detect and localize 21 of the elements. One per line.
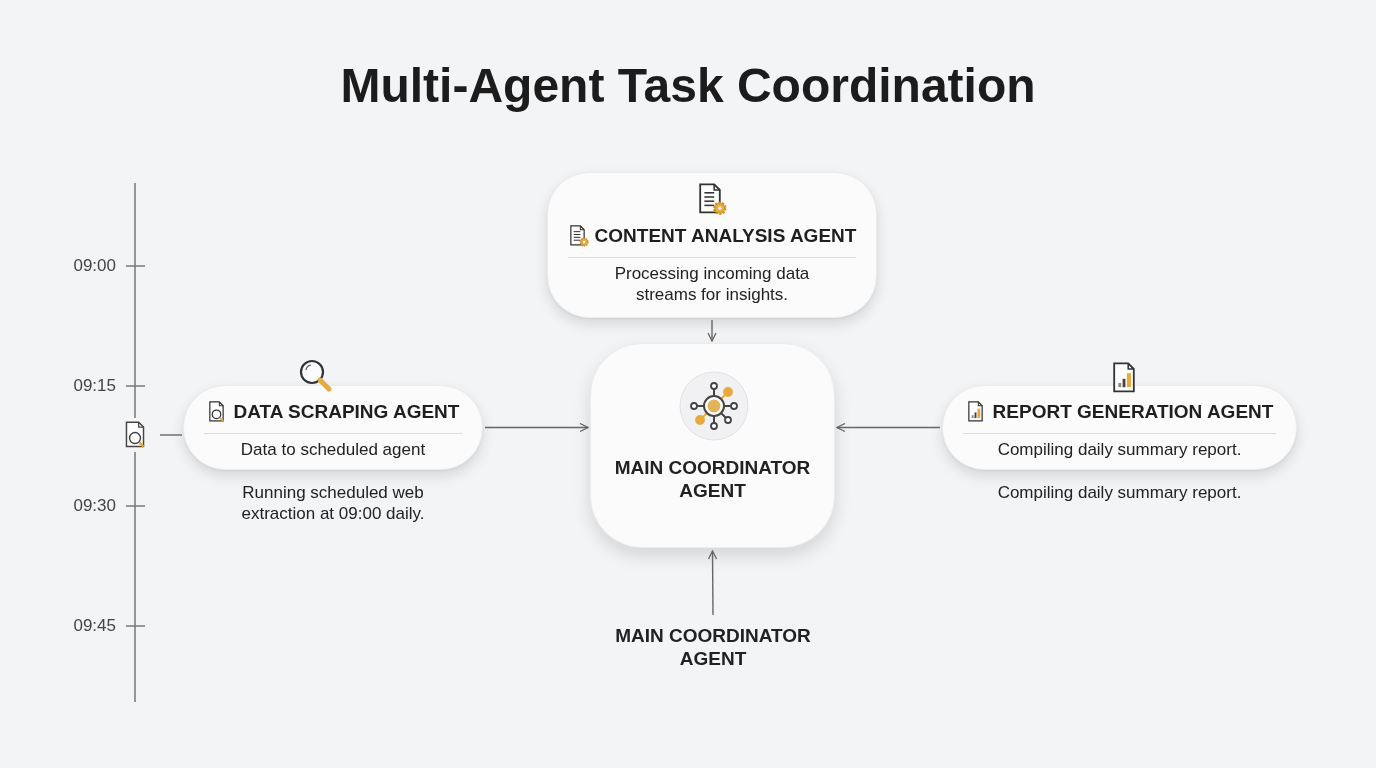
- arrow: [484, 422, 589, 433]
- agent-name: MAIN COORDINATOR AGENT: [613, 456, 812, 502]
- agent-description: Processing incoming data streams for insights.: [613, 263, 811, 305]
- status-note: Compiling daily summary report.: [996, 482, 1243, 503]
- agent-name: REPORT GENERATION AGENT: [992, 401, 1274, 423]
- arrow: [707, 319, 717, 342]
- agent-name: DATA SCRAPING AGENT: [233, 401, 460, 423]
- agent-name: CONTENT ANALYSIS AGENT: [594, 225, 857, 247]
- arrow: [836, 422, 941, 433]
- time-label: 09:15: [72, 376, 116, 396]
- coordinator-card: [590, 343, 835, 548]
- agent-name: MAIN COORDINATOR AGENT: [614, 624, 812, 670]
- status-note: Running scheduled web extraction at 09:00 daily.: [240, 482, 426, 524]
- time-label: 09:45: [72, 616, 116, 636]
- agent-description: Data to scheduled agent: [239, 439, 427, 460]
- arrow: [707, 550, 718, 616]
- agent-description: Compiling daily summary report.: [996, 439, 1243, 460]
- time-label: 09:00: [72, 256, 116, 276]
- time-label: 09:30: [72, 496, 116, 516]
- agent-card: [547, 172, 877, 318]
- diagram-title: Multi-Agent Task Coordination: [339, 58, 1037, 113]
